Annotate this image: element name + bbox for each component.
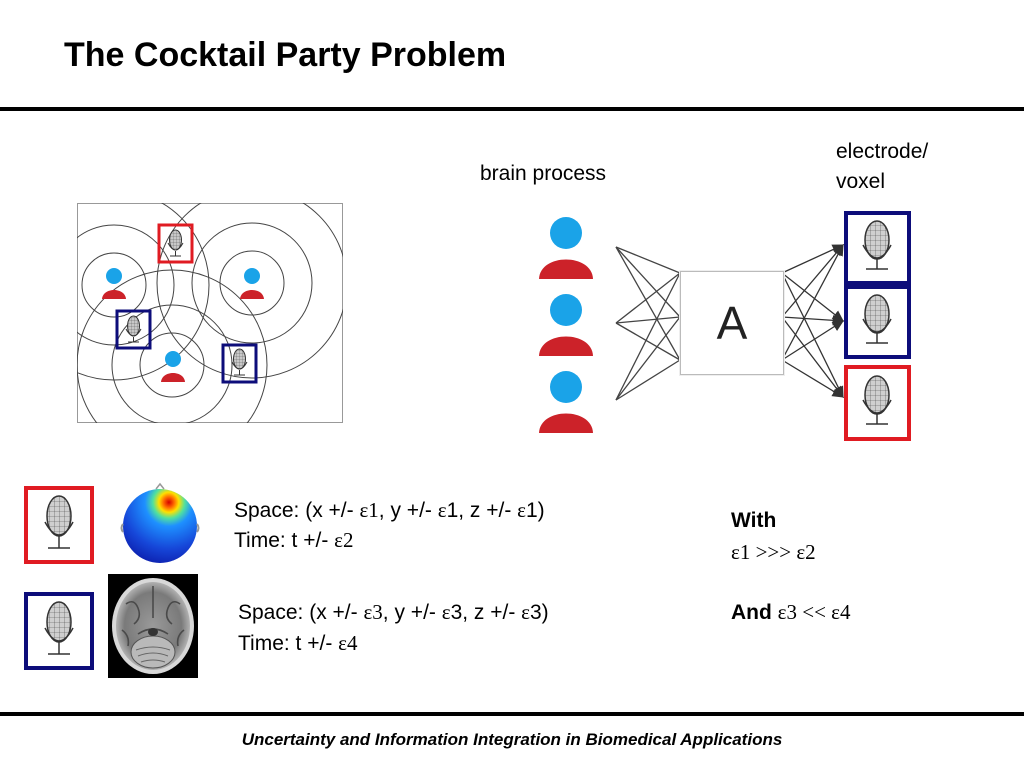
electrode-arrows [781, 243, 845, 399]
slide-title: The Cocktail Party Problem [64, 36, 507, 74]
cocktail-scene [77, 203, 343, 423]
and-condition: And ε3 << ε4 [731, 600, 851, 624]
mri-time-line: Time: t +/- ε4 [238, 631, 358, 655]
eeg-space-line: Space: (x +/- ε1, y +/- ε1, z +/- ε1) [234, 498, 545, 522]
mixing-matrix-box: A [680, 271, 784, 375]
with-label: With [731, 509, 777, 532]
mri-space-line: Space: (x +/- ε3, y +/- ε3, z +/- ε3) [238, 600, 549, 624]
mixing-diagram [539, 211, 911, 441]
source-lines [615, 246, 681, 401]
sound-wave-circles [77, 203, 343, 423]
title-rule [0, 107, 1024, 111]
scene-microphone-blue-left [115, 309, 152, 350]
eeg-microphone-icon [24, 486, 94, 564]
speaker-person-3 [161, 351, 185, 382]
mri-microphone-icon [24, 592, 94, 670]
electrode-label-line1: electrode/ [836, 140, 929, 163]
electrode-microphone-3 [844, 365, 911, 441]
eeg-topography-map [120, 482, 200, 563]
footer-rule [0, 712, 1024, 716]
footer-text: Uncertainty and Information Integration … [241, 730, 783, 749]
source-person-3 [539, 371, 593, 433]
eeg-time-line: Time: t +/- ε2 [234, 528, 354, 552]
electrode-microphone-2 [844, 285, 911, 359]
brain-process-label: brain process [480, 162, 607, 185]
speaker-person-2 [240, 268, 264, 299]
electrode-label-line2: voxel [836, 170, 886, 193]
with-expression: ε1 >>> ε2 [731, 540, 816, 564]
source-person-1 [539, 217, 593, 279]
scene-microphone-blue-right [221, 343, 258, 384]
scene-microphone-red [157, 223, 194, 264]
electrode-microphone-1 [844, 211, 911, 285]
speaker-person-1 [102, 268, 126, 299]
mri-brain-scan [108, 574, 198, 678]
source-person-2 [539, 294, 593, 356]
